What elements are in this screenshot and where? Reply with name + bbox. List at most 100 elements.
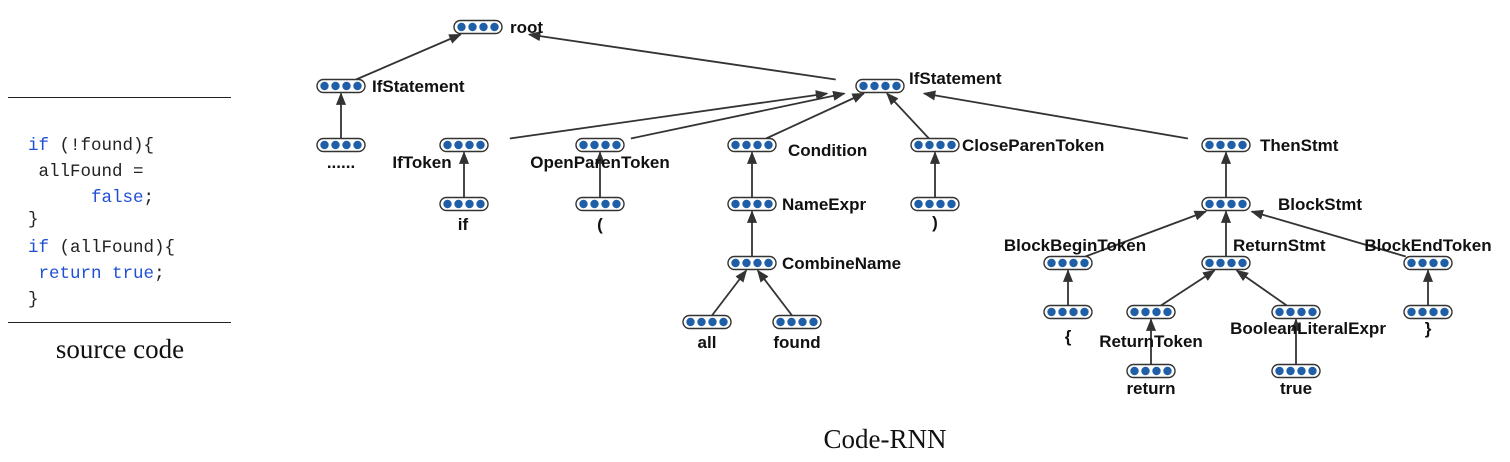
vector-unit	[1069, 307, 1078, 317]
vector-unit	[925, 140, 934, 150]
vector-unit	[753, 199, 762, 209]
code-line: false;	[28, 188, 154, 208]
code-text: }	[28, 290, 39, 310]
node-label-rbrace: }	[1425, 319, 1432, 338]
vector-unit	[787, 317, 796, 327]
tree-nodes	[316, 19, 1453, 379]
node-label-openp_leaf: (	[597, 215, 603, 234]
vector-unit	[454, 199, 463, 209]
edge-openp-to-if2	[630, 90, 846, 140]
edge-closep-to-if2	[886, 92, 930, 140]
vector-unit	[1141, 366, 1150, 376]
vector-node-rbrace	[1403, 304, 1453, 320]
vector-node-closep	[910, 137, 960, 153]
vector-unit	[1286, 307, 1295, 317]
vector-unit	[601, 199, 610, 209]
vector-node-root	[453, 19, 503, 35]
vector-node-openp_leaf	[575, 196, 625, 212]
vector-unit	[947, 140, 956, 150]
vector-unit	[798, 317, 807, 327]
vector-unit	[859, 81, 868, 91]
vector-node-closep_leaf	[910, 196, 960, 212]
code-line: return true;	[28, 264, 165, 284]
vector-unit	[1141, 307, 1150, 317]
node-label-retstmt: ReturnStmt	[1233, 236, 1326, 255]
vector-unit	[342, 140, 351, 150]
vector-unit	[1205, 258, 1214, 268]
node-label-true_leaf: true	[1280, 379, 1312, 398]
vector-unit	[1407, 258, 1416, 268]
vector-unit	[1080, 258, 1089, 268]
node-label-return_leaf: return	[1126, 379, 1175, 398]
code-text: }	[28, 210, 39, 230]
vector-unit	[1238, 199, 1247, 209]
vector-unit	[1205, 199, 1214, 209]
vector-unit	[590, 140, 599, 150]
edge-bbegin-to-block	[1085, 210, 1208, 258]
edge-if1-to-root	[355, 33, 462, 81]
vector-unit	[753, 258, 762, 268]
vector-unit	[914, 199, 923, 209]
vector-unit	[1407, 307, 1416, 317]
vector-unit	[320, 81, 329, 91]
vector-node-lbrace	[1043, 304, 1093, 320]
code-text: ;	[154, 264, 165, 284]
vector-unit	[1297, 307, 1306, 317]
vector-unit	[892, 81, 901, 91]
vector-unit	[331, 81, 340, 91]
vector-unit	[1058, 258, 1067, 268]
vector-unit	[1227, 199, 1236, 209]
node-label-if_leaf: if	[458, 215, 469, 234]
vector-unit	[1047, 307, 1056, 317]
vector-node-cond	[727, 137, 777, 153]
node-label-openp: OpenParenToken	[530, 153, 670, 172]
node-label-found: found	[773, 333, 820, 352]
node-label-nameexpr: NameExpr	[782, 195, 866, 214]
vector-unit	[465, 140, 474, 150]
vector-node-rettok	[1126, 304, 1176, 320]
vector-unit	[764, 258, 773, 268]
vector-unit	[1080, 307, 1089, 317]
node-label-bbegin: BlockBeginToken	[1004, 236, 1146, 255]
vector-unit	[809, 317, 818, 327]
vector-unit	[579, 199, 588, 209]
vector-node-return_leaf	[1126, 363, 1176, 379]
node-label-lbrace: {	[1065, 327, 1072, 346]
vector-unit	[776, 317, 785, 327]
code-line: if (allFound){	[28, 238, 175, 258]
vector-unit	[476, 140, 485, 150]
edge-boollit-to-retstmt	[1235, 269, 1288, 307]
vector-unit	[870, 81, 879, 91]
vector-unit	[936, 140, 945, 150]
vector-unit	[331, 140, 340, 150]
vector-unit	[731, 140, 740, 150]
node-label-if1: IfStatement	[372, 77, 465, 96]
vector-unit	[320, 140, 329, 150]
vector-unit	[612, 140, 621, 150]
edge-bend-to-block	[1250, 209, 1406, 258]
vector-node-bend	[1403, 255, 1453, 271]
vector-unit	[1216, 199, 1225, 209]
code-text: (allFound){	[49, 238, 176, 258]
code-text: ;	[143, 188, 155, 208]
bottom-rule	[8, 322, 231, 323]
vector-unit	[1440, 307, 1449, 317]
node-label-then: ThenStmt	[1260, 136, 1339, 155]
vector-node-openp	[575, 137, 625, 153]
top-rule	[8, 97, 231, 98]
vector-unit	[1440, 258, 1449, 268]
vector-unit	[1308, 366, 1317, 376]
node-label-iftok: IfToken	[392, 153, 451, 172]
vector-unit	[1429, 258, 1438, 268]
node-label-if2: IfStatement	[909, 69, 1002, 88]
vector-unit	[353, 140, 362, 150]
node-label-all: all	[698, 333, 717, 352]
edge-all-to-combine	[711, 269, 748, 317]
vector-unit	[1152, 307, 1161, 317]
vector-node-if_leaf	[439, 196, 489, 212]
code-text: (!found){	[49, 136, 155, 156]
vector-unit	[764, 199, 773, 209]
source-code-panel: if (!found){ allFound = false;}if (allFo…	[0, 0, 240, 462]
vector-unit	[764, 140, 773, 150]
vector-unit	[719, 317, 728, 327]
